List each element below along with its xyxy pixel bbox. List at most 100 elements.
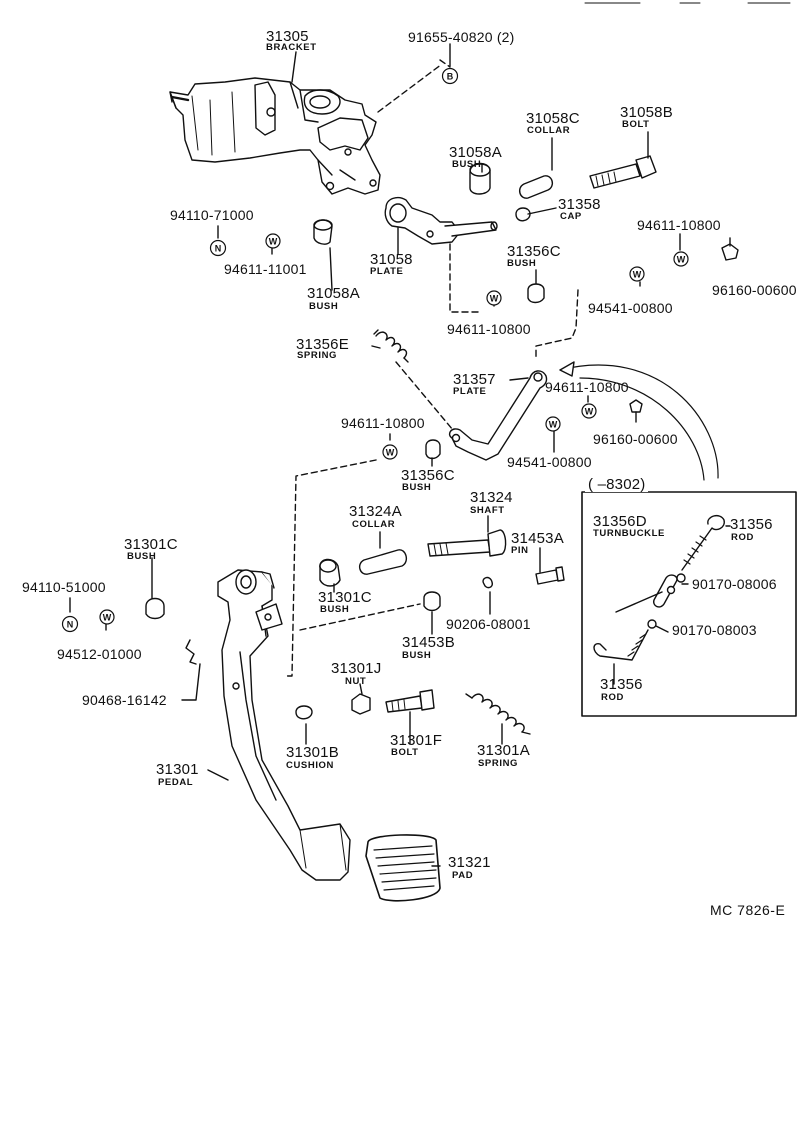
marker-w-icon: W [99,609,115,625]
part-number-31321: 31321 [448,854,491,871]
rod-31356-upper-drawing [681,514,725,571]
part-name-turnbuckle: TURNBUCKLE [593,528,665,539]
part-number-31324: 31324 [470,489,513,506]
part-number-94611-10800-b: 94611-10800 [447,321,531,337]
part-number-94110-71000: 94110-71000 [170,207,254,223]
part-name-spring: SPRING [297,350,338,361]
cushion-31301b-drawing [295,705,313,720]
part-number-31301: 31301 [156,761,199,778]
part-number-94611-10800-a: 94611-10800 [637,217,721,233]
svg-text:W: W [490,294,499,304]
part-name-plate: PLATE [370,266,404,277]
part-name-bolt: BOLT [391,747,419,758]
part-number-31058b: 31058B [620,104,673,121]
part-number-31357: 31357 [453,371,496,388]
marker-w-icon: W [486,290,502,306]
rod-31356-lower-drawing [593,619,657,661]
part-number-90468-16142: 90468-16142 [82,692,167,708]
part-number-96160-00600-b: 96160-00600 [593,431,678,447]
nut-96160-upper-drawing [721,243,739,261]
part-name-rod: ROD [601,692,624,703]
inset-title: ( –8302) [585,477,649,492]
marker-n-icon: N [209,239,227,257]
bush-31301c-mid-drawing [319,558,341,587]
collar-31324a-drawing [358,549,408,575]
part-name-pedal: PEDAL [158,777,194,788]
bracket-31305-drawing [169,77,381,195]
part-name-bush: BUSH [507,258,537,269]
svg-text:N: N [215,244,222,254]
part-name-bush: BUSH [309,301,339,312]
part-number-90206-08001: 90206-08001 [446,616,531,632]
part-number-31453b: 31453B [402,634,455,651]
part-number-94541-00800-b: 94541-00800 [507,454,592,470]
part-number-31058: 31058 [370,251,413,268]
part-number-31324a: 31324A [349,503,402,520]
pad-31321-drawing [365,834,441,902]
bush-31058a-lower-drawing [313,219,333,245]
marker-w-icon: W [673,251,689,267]
part-number-91655-40820: 91655-40820 (2) [408,29,515,45]
bush-31301c-left-drawing [145,597,165,620]
marker-b-icon: B [441,67,459,85]
marker-w-icon: W [382,444,398,460]
plate-31357-drawing [448,370,548,461]
part-name-pin: PIN [511,545,529,556]
svg-text:W: W [633,270,642,280]
part-number-31301c-mid: 31301C [318,589,372,606]
part-name-nut: NUT [345,676,367,687]
part-number-94611-10800-d: 94611-10800 [341,415,425,431]
part-number-31356d: 31356D [593,513,647,530]
part-number-31058a-lower: 31058A [307,285,360,302]
svg-text:W: W [386,448,395,458]
part-name-shaft: SHAFT [470,505,505,516]
part-number-31301b: 31301B [286,744,339,761]
spring-31301a-drawing [465,693,531,735]
marker-w-icon: W [265,233,281,249]
bush-31058a-upper-drawing [469,162,491,195]
nut-31301j-drawing [351,693,371,715]
part-name-collar: COLLAR [352,519,396,530]
collar-31058c-drawing [518,175,554,199]
part-number-31356-upper: 31356 [730,516,773,533]
part-number-31356-lower: 31356 [600,676,643,693]
part-number-96160-00600-a: 96160-00600 [712,282,797,298]
svg-text:B: B [447,72,454,82]
marker-w-icon: W [581,403,597,419]
part-name-spring: SPRING [478,758,519,769]
part-name-plate: PLATE [453,386,487,397]
svg-text:W: W [269,237,278,247]
marker-w-icon: W [545,416,561,432]
part-name-bush: BUSH [127,551,157,562]
part-number-31301f: 31301F [390,732,443,749]
part-name-collar: COLLAR [527,125,571,136]
clip-90206-drawing [482,576,494,589]
part-number-94110-51000: 94110-51000 [22,579,106,595]
plate-31058-drawing [384,196,498,245]
part-name-rod: ROD [731,532,754,543]
part-name-bush: BUSH [402,482,432,493]
part-number-31358: 31358 [558,196,601,213]
part-number-94611-10800-c: 94611-10800 [545,379,629,395]
reference-code: MC 7826-E [710,902,786,918]
part-number-31301c-left: 31301C [124,536,178,553]
marker-w-icon: W [629,266,645,282]
pin-31453a-drawing [535,566,565,585]
part-number-31305: 31305 [266,28,309,45]
part-number-94541-00800-a: 94541-00800 [588,300,673,316]
part-number-94611-11001: 94611-11001 [224,261,307,277]
part-number-31058c: 31058C [526,110,580,127]
part-name-cushion: CUSHION [286,760,335,771]
bush-31356c-lower-drawing [425,439,441,460]
part-name-bolt: BOLT [622,119,650,130]
spring-31356e-drawing [373,329,409,363]
part-number-31356c-upper: 31356C [507,243,561,260]
inset-box [581,491,797,717]
part-name-pad: PAD [452,870,474,881]
svg-text:W: W [585,407,594,417]
bush-31356c-upper-drawing [527,283,545,304]
pedal-31301-drawing [217,569,351,881]
part-name-bush: BUSH [402,650,432,661]
svg-text:W: W [677,255,686,265]
part-number-90170-08003: 90170-08003 [672,622,757,638]
